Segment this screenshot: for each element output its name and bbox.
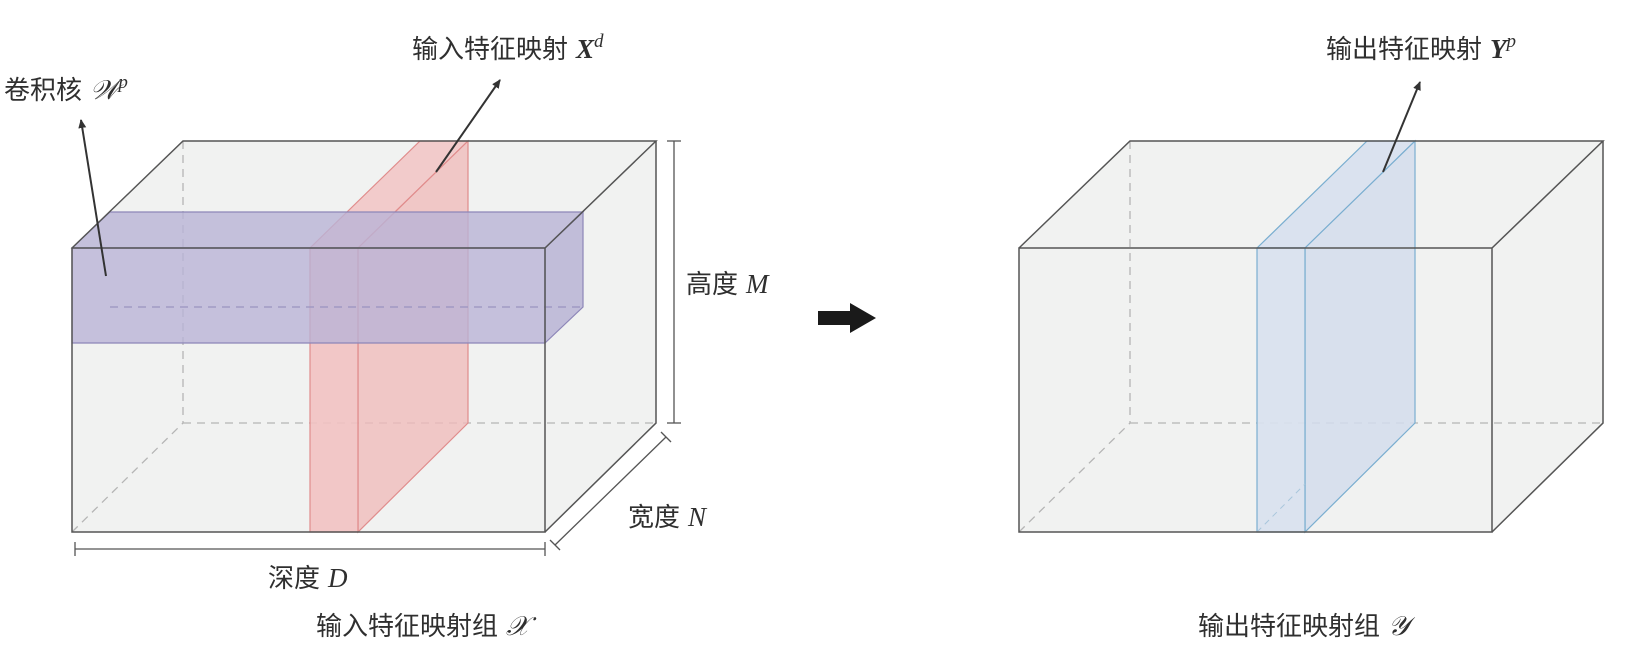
width-dimension-line xyxy=(549,431,672,551)
convolution-kernel xyxy=(70,210,585,345)
depth-dimension-line xyxy=(74,542,546,556)
input-map-pointer-arrow xyxy=(435,79,501,173)
output-map-pointer-arrow xyxy=(1382,81,1421,173)
output-box-edges xyxy=(1018,140,1605,533)
input-box-edges xyxy=(71,140,658,533)
right-arrow-icon xyxy=(818,303,876,333)
height-dimension-line xyxy=(667,140,681,424)
kernel-pointer-arrow xyxy=(78,119,107,277)
